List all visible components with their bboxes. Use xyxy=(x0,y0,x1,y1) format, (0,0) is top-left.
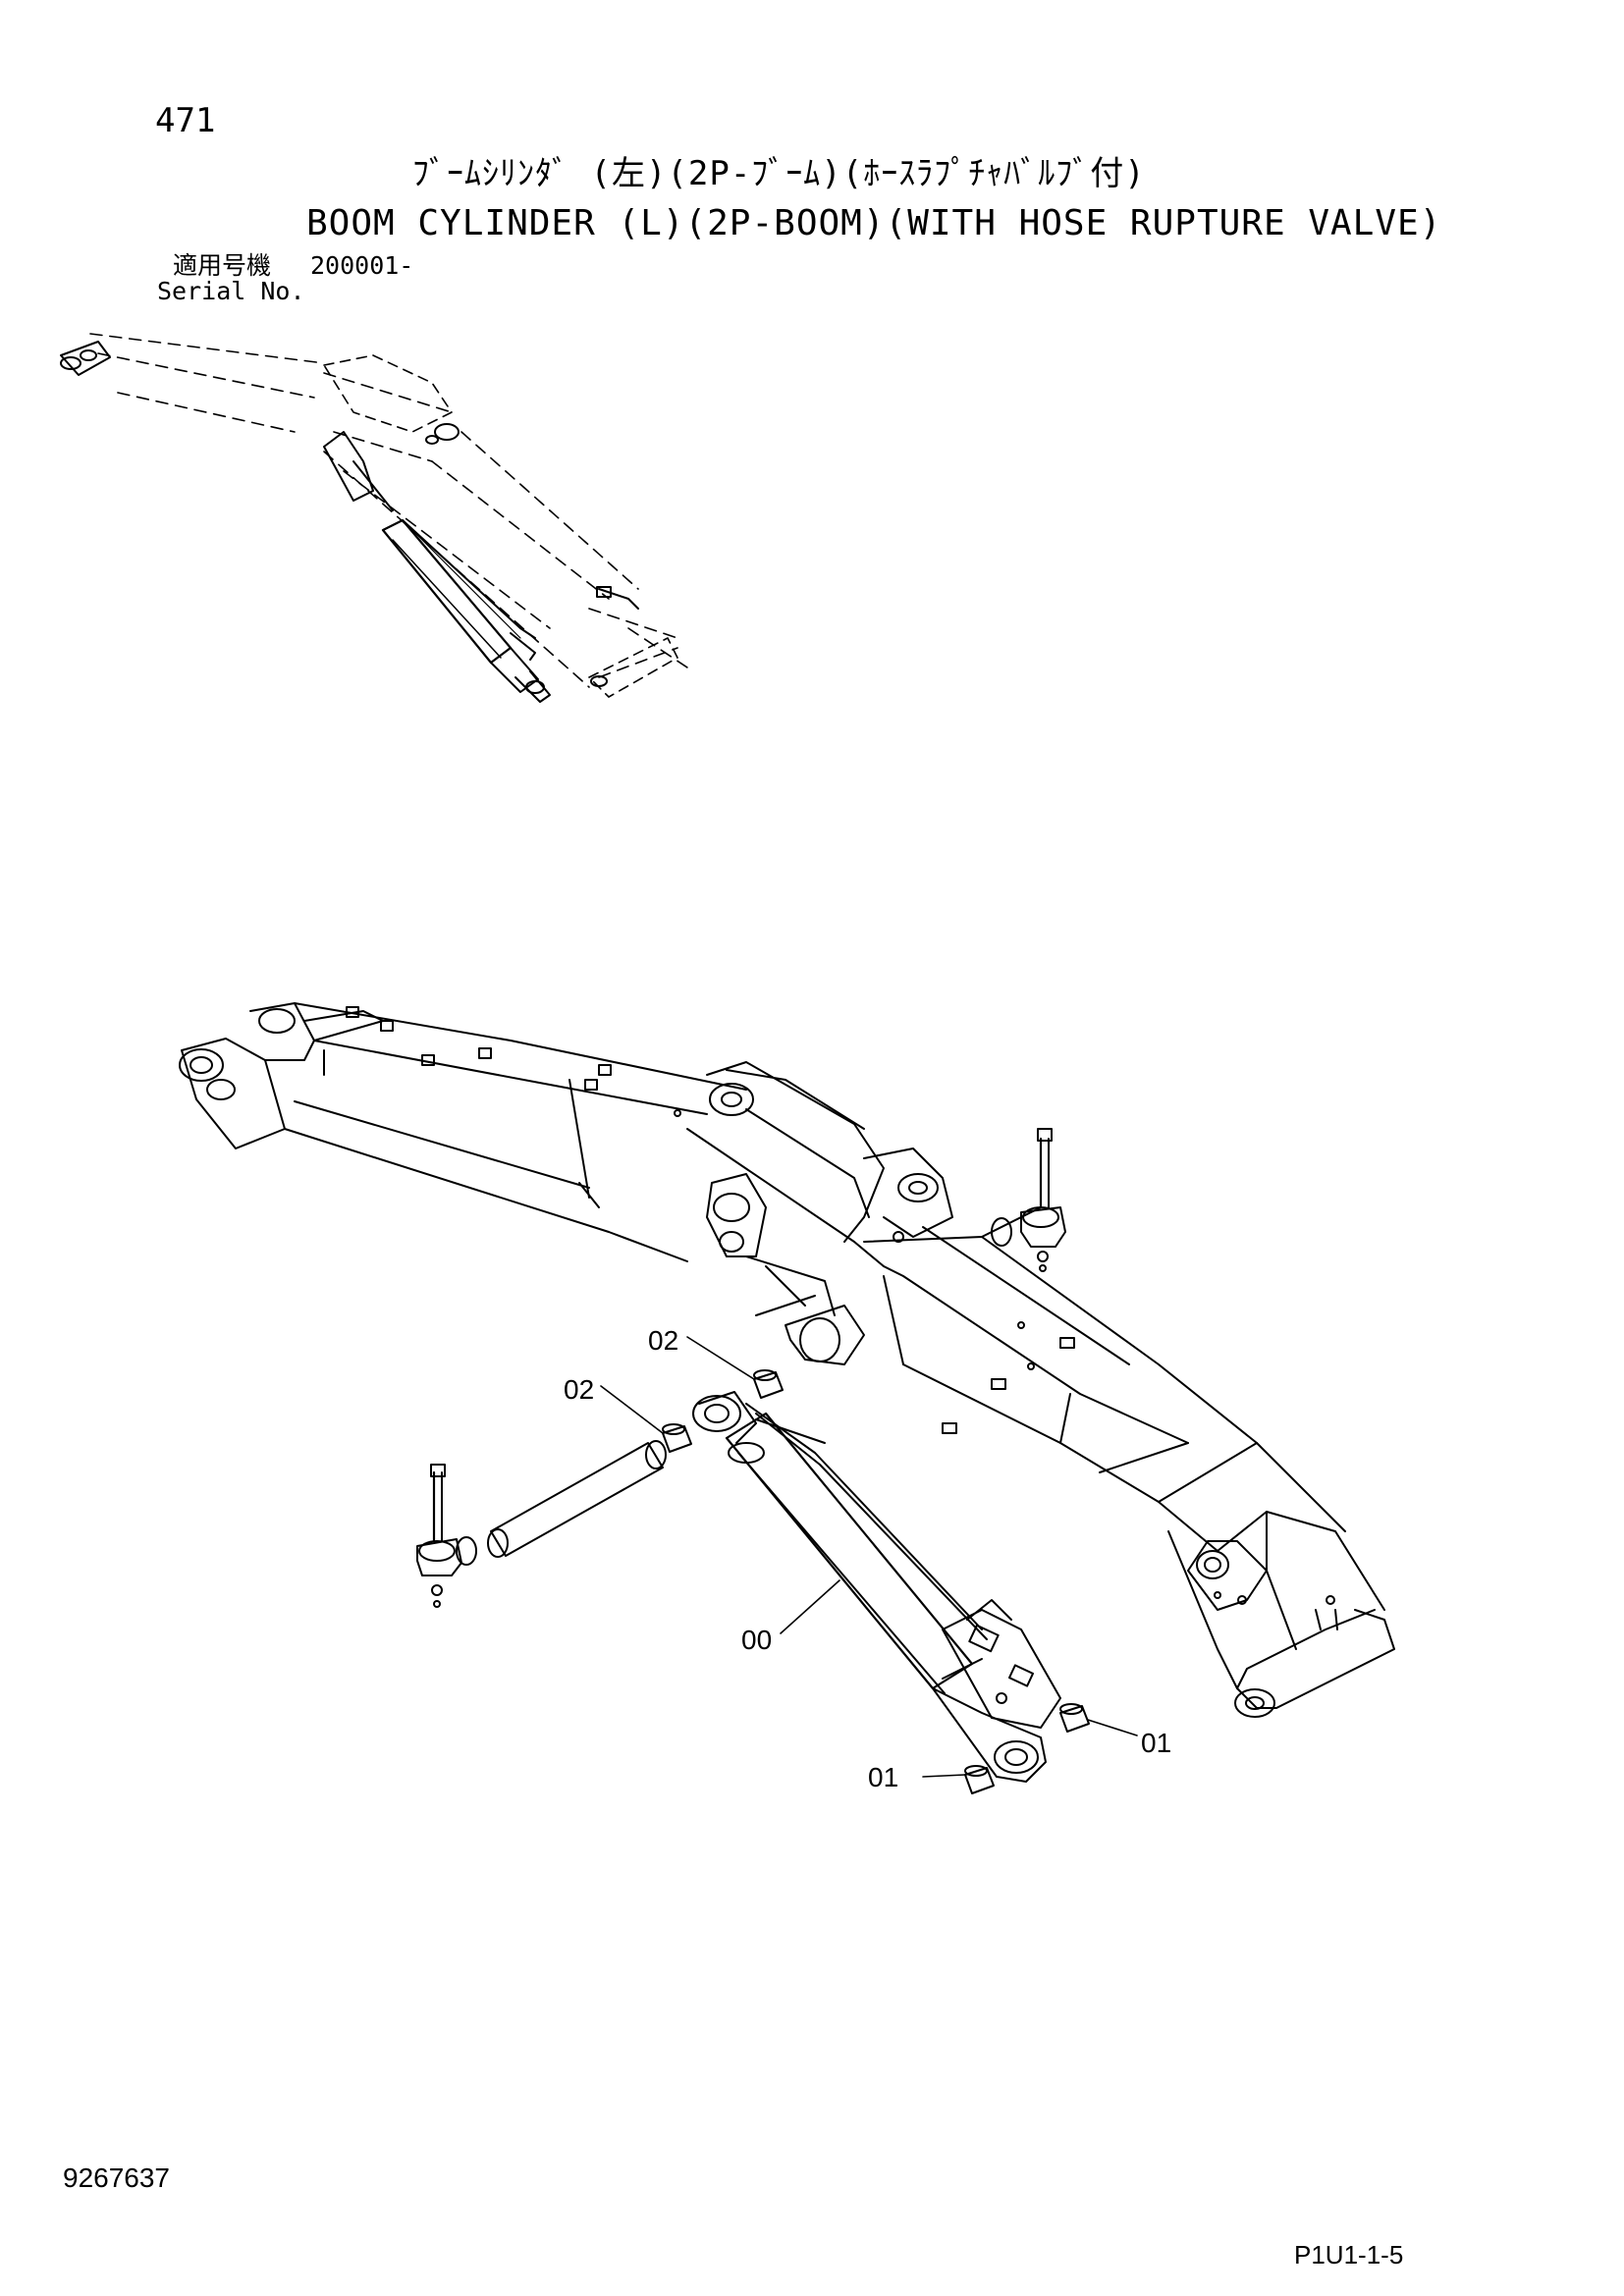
overview-illustration xyxy=(60,333,688,703)
title-english: BOOM CYLINDER (L)(2P-BOOM)(WITH HOSE RUP… xyxy=(306,203,1442,243)
upper-pin-assembly xyxy=(991,1128,1066,1272)
serial-value: 200001- xyxy=(310,251,414,280)
callout-00: 00 xyxy=(741,1625,772,1655)
callout-02-top: 02 xyxy=(648,1325,678,1356)
page-number: 471 xyxy=(155,101,216,140)
leader-lines xyxy=(600,1336,1138,1778)
callout-02-left: 02 xyxy=(564,1374,594,1405)
page-code: P1U1-1-5 xyxy=(1294,2240,1404,2269)
callout-labels: 02 02 00 01 01 xyxy=(564,1325,1171,1792)
bushings xyxy=(662,1369,1090,1794)
document-number: 9267637 xyxy=(63,2163,171,2193)
serial-label-english: Serial No. xyxy=(157,277,305,305)
serial-label-japanese: 適用号機 xyxy=(173,251,272,280)
title-japanese: ﾌﾞｰﾑｼﾘﾝﾀﾞ (左)(2P-ﾌﾞｰﾑ)(ﾎｰｽﾗﾌﾟﾁｬﾊﾞﾙﾌﾞ付) xyxy=(412,154,1146,193)
boom-body xyxy=(179,1002,1395,1718)
callout-01-bottom: 01 xyxy=(868,1762,898,1792)
boom-cylinder xyxy=(692,1391,1061,1783)
lower-pin-assembly xyxy=(416,1440,667,1608)
callout-01-right: 01 xyxy=(1141,1728,1171,1758)
